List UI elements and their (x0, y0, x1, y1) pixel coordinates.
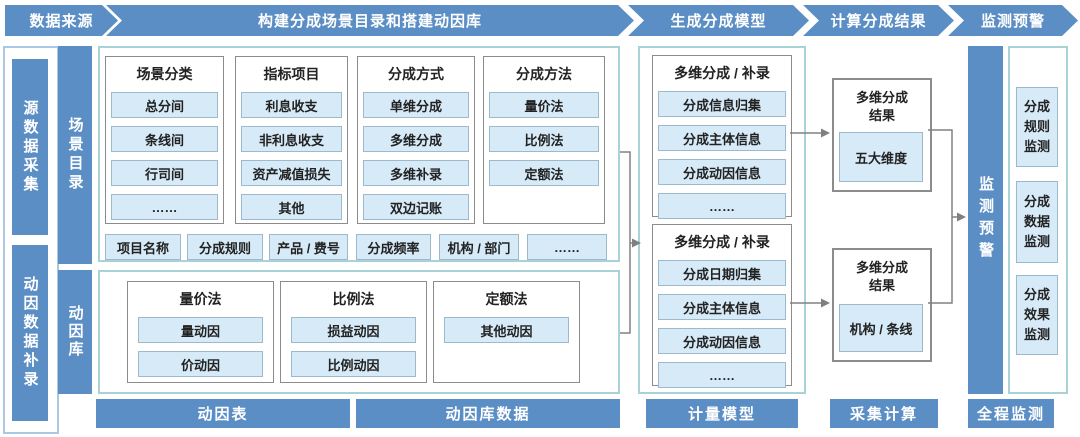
catalog-item: 利息收支 (241, 92, 342, 118)
catalog-item: 总分间 (111, 92, 218, 118)
group-title: 分成方式 (388, 66, 444, 82)
group-multidim-share-2: 多维分成 / 补录 分成日期归集 分成主体信息 分成动因信息 …… (652, 224, 792, 388)
catalog-footer-item: 项目名称 (105, 234, 181, 260)
arrowhead-into-monitor-icon (957, 212, 966, 222)
catalog-footer-item: 分成频率 (356, 234, 431, 260)
group-title: 分成方法 (516, 66, 572, 82)
result-title: 多维分成结果 (855, 260, 908, 293)
bottom-bar-driver-lib-data: 动因库数据 (356, 399, 620, 428)
group-title: 多维分成 / 补录 (674, 65, 770, 81)
model-item: 分成信息归集 (658, 91, 786, 117)
model-item: …… (658, 362, 786, 388)
catalog-item: 资产减值损失 (241, 160, 342, 186)
driver-item: 损益动因 (291, 317, 416, 343)
step-build-catalog: 构建分成场景目录和搭建动因库 (106, 5, 634, 36)
model-item: 分成动因信息 (658, 328, 786, 354)
monitor-item-effect: 分成效果监测 (1016, 275, 1058, 355)
driver-item: 量动因 (138, 317, 263, 343)
driver-library-box: 量价法 量动因 价动因 比例法 损益动因 比例动因 定额法 其他动因 (98, 270, 620, 394)
bottom-bar-measure-model: 计量模型 (646, 399, 798, 428)
driver-item: 其他动因 (444, 317, 569, 343)
step-generate-model: 生成分成模型 (628, 5, 809, 36)
group-sharing-methods: 分成方法 量价法 比例法 定额法 (483, 56, 605, 224)
catalog-item: 比例法 (489, 126, 599, 152)
catalog-item: 双边记账 (363, 194, 469, 220)
group-proportion: 比例法 损益动因 比例动因 (280, 281, 427, 383)
arrowhead-into-result2-icon (821, 298, 830, 308)
source-data-collection-bar: 源数据采集 (12, 59, 48, 235)
group-scene-types: 场景分类 总分间 条线间 行司间 …… (105, 56, 224, 224)
group-multidim-share-1: 多维分成 / 补录 分成信息归集 分成主体信息 分成动因信息 …… (652, 55, 792, 219)
bottom-bar-full-monitor: 全程监测 (968, 399, 1054, 428)
group-fixed-amount: 定额法 其他动因 (433, 281, 580, 383)
result-item: 五大维度 (839, 132, 923, 182)
catalog-item: 定额法 (489, 160, 599, 186)
group-title: 多维分成 / 补录 (674, 234, 770, 250)
step-monitor-warning: 监测预警 (948, 5, 1078, 36)
catalog-item: 单维分成 (363, 92, 469, 118)
model-item: 分成动因信息 (658, 159, 786, 185)
result-title: 多维分成结果 (855, 90, 908, 123)
model-item: 分成日期归集 (658, 260, 786, 286)
catalog-footer-item: …… (527, 234, 607, 260)
group-volume-price: 量价法 量动因 价动因 (127, 281, 274, 383)
monitor-item-data: 分成数据监测 (1016, 181, 1058, 263)
catalog-item: …… (111, 194, 218, 220)
scene-catalog-bar: 场景目录 (58, 46, 92, 264)
group-title: 定额法 (485, 291, 528, 307)
catalog-item: 非利息收支 (241, 126, 342, 152)
driver-data-supplement-bar: 动因数据补录 (12, 245, 48, 421)
model-item: …… (658, 193, 786, 219)
catalog-item: 条线间 (111, 126, 218, 152)
result-box-org-line: 多维分成结果 机构 / 条线 (832, 248, 932, 362)
catalog-footer-item: 产品 / 费号 (269, 234, 348, 260)
scene-catalog-box: 场景分类 总分间 条线间 行司间 …… 指标项目 利息收支 非利息收支 资产减值… (98, 46, 620, 262)
catalog-item: 其他 (241, 194, 342, 220)
step-data-source: 数据来源 (5, 5, 118, 36)
catalog-item: 多维补录 (363, 160, 469, 186)
group-sharing-modes: 分成方式 单维分成 多维分成 多维补录 双边记账 (357, 56, 475, 224)
monitor-item-rules: 分成规则监测 (1016, 87, 1058, 167)
driver-item: 价动因 (138, 351, 263, 377)
connector-catalog-to-model (620, 151, 631, 334)
group-title: 指标项目 (263, 66, 320, 82)
catalog-item: 量价法 (489, 92, 599, 118)
catalog-item: 行司间 (111, 160, 218, 186)
driver-item: 比例动因 (291, 351, 416, 377)
model-section-box: 多维分成 / 补录 分成信息归集 分成主体信息 分成动因信息 …… 多维分成 /… (638, 46, 806, 394)
arrowhead-into-result1-icon (821, 128, 830, 138)
group-title: 量价法 (179, 291, 222, 307)
bottom-bar-collect-compute: 采集计算 (830, 399, 938, 428)
group-title: 比例法 (332, 291, 375, 307)
group-title: 场景分类 (136, 66, 193, 82)
group-indicator-items: 指标项目 利息收支 非利息收支 资产减值损失 其他 (235, 56, 348, 224)
catalog-item: 多维分成 (363, 126, 469, 152)
driver-library-bar: 动因库 (58, 270, 92, 394)
result-item: 机构 / 条线 (839, 304, 923, 352)
bottom-bar-driver-table: 动因表 (96, 399, 350, 428)
catalog-footer-item: 分成规则 (187, 234, 263, 260)
monitor-box: 分成规则监测 分成数据监测 分成效果监测 (1008, 46, 1068, 394)
result-box-five-dimensions: 多维分成结果 五大维度 (832, 78, 932, 192)
step-compute-result: 计算分成结果 (803, 5, 954, 36)
data-source-rail: 源数据采集 动因数据补录 (3, 46, 59, 434)
monitor-warning-bar: 监测预警 (968, 46, 1003, 394)
catalog-footer-item: 机构 / 部门 (439, 234, 519, 260)
model-item: 分成主体信息 (658, 125, 786, 151)
model-item: 分成主体信息 (658, 294, 786, 320)
